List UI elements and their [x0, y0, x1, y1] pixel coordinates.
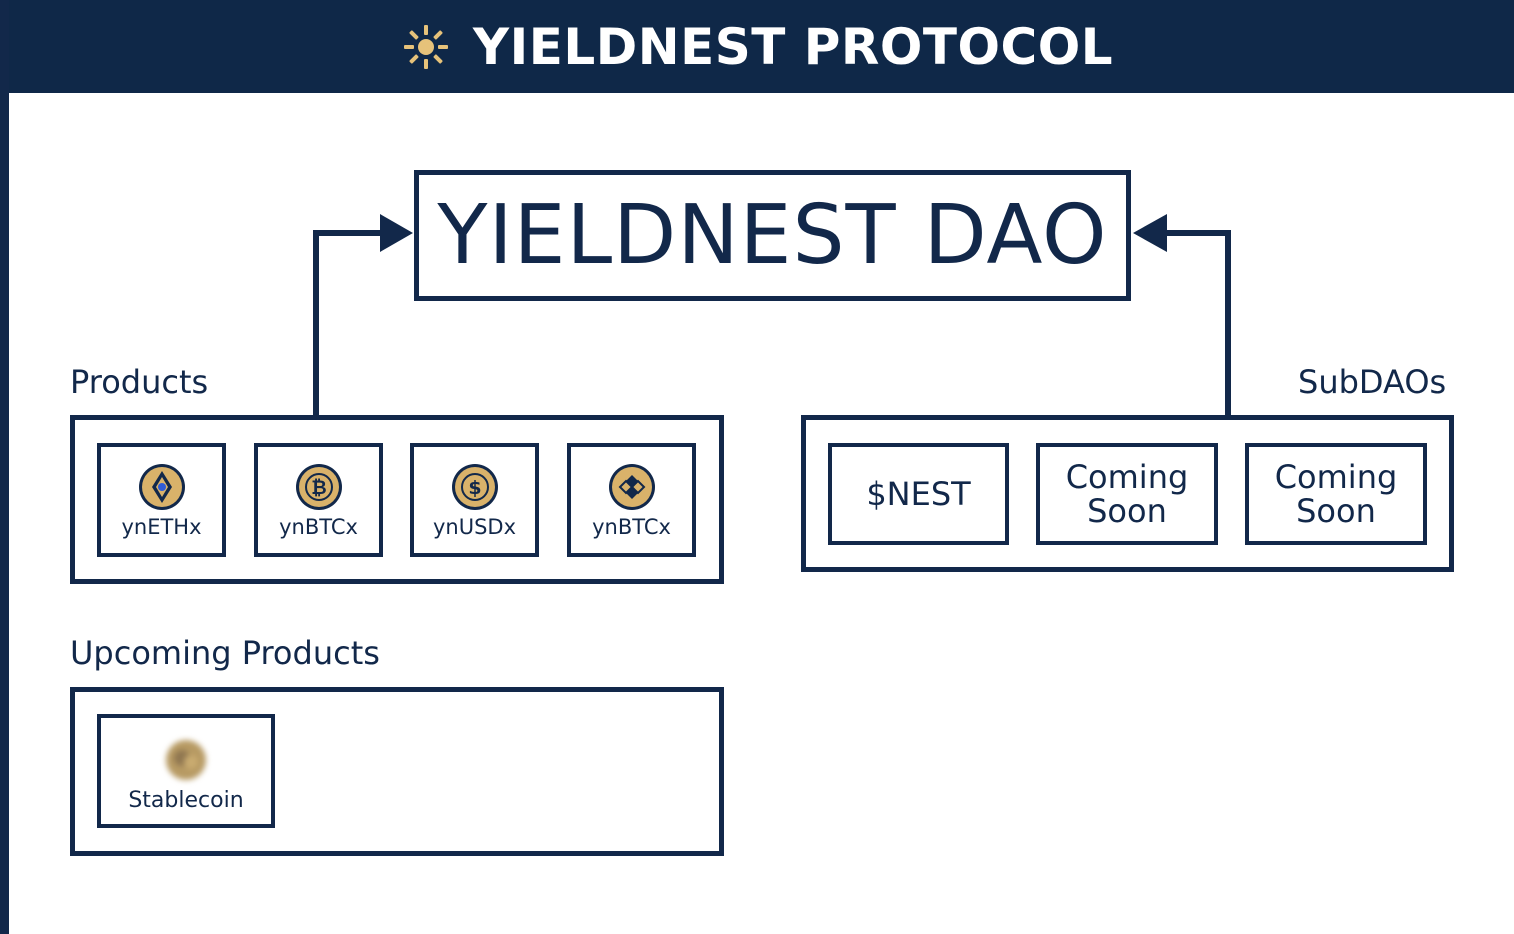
usd-coin-icon: $ — [451, 464, 498, 510]
subdao-label: Coming Soon — [1274, 458, 1398, 530]
product-card-ynethx[interactable]: ynETHx — [97, 443, 226, 557]
svg-text:$: $ — [468, 477, 481, 499]
product-label: ynBTCx — [592, 515, 671, 539]
upcoming-card-stablecoin[interactable]: Stablecoin — [97, 714, 275, 828]
left-frame-border — [0, 0, 9, 934]
subdao-card-coming-soon-1[interactable]: Coming Soon — [1036, 443, 1218, 545]
subdao-card-coming-soon-2[interactable]: Coming Soon — [1245, 443, 1427, 545]
subdao-label: Coming Soon — [1065, 458, 1189, 530]
bnb-coin-icon — [608, 464, 655, 510]
svg-text:₿: ₿ — [311, 477, 326, 499]
dao-title: YIELDNEST DAO — [437, 188, 1108, 283]
product-card-ynusdx[interactable]: $ ynUSDx — [410, 443, 539, 557]
header-title: YIELDNEST PROTOCOL — [472, 17, 1114, 76]
product-card-ynbtcx-2[interactable]: ynBTCx — [567, 443, 696, 557]
dao-box: YIELDNEST DAO — [414, 170, 1131, 301]
eth-coin-icon — [138, 464, 185, 510]
upcoming-label: Stablecoin — [128, 788, 244, 813]
products-to-dao-arrow — [313, 230, 385, 417]
subdaos-arrowhead — [1133, 214, 1167, 252]
product-card-ynbtcx[interactable]: ₿ ynBTCx — [254, 443, 383, 557]
subdao-card-nest[interactable]: $NEST — [828, 443, 1009, 545]
btc-coin-icon: ₿ — [295, 464, 342, 510]
subdao-label: $NEST — [866, 475, 971, 513]
subdaos-to-dao-arrow — [1162, 230, 1231, 417]
products-label: Products — [70, 363, 209, 401]
products-arrowhead — [380, 214, 413, 252]
subdaos-label: SubDAOs — [1298, 363, 1447, 401]
product-label: ynUSDx — [432, 515, 517, 539]
header-bar: YIELDNEST PROTOCOL — [0, 0, 1514, 93]
upcoming-products-label: Upcoming Products — [70, 634, 380, 672]
sun-icon — [403, 24, 448, 69]
product-label: ynBTCx — [279, 515, 358, 539]
product-label: ynETHx — [121, 515, 202, 539]
blurred-coin-icon — [166, 740, 206, 780]
